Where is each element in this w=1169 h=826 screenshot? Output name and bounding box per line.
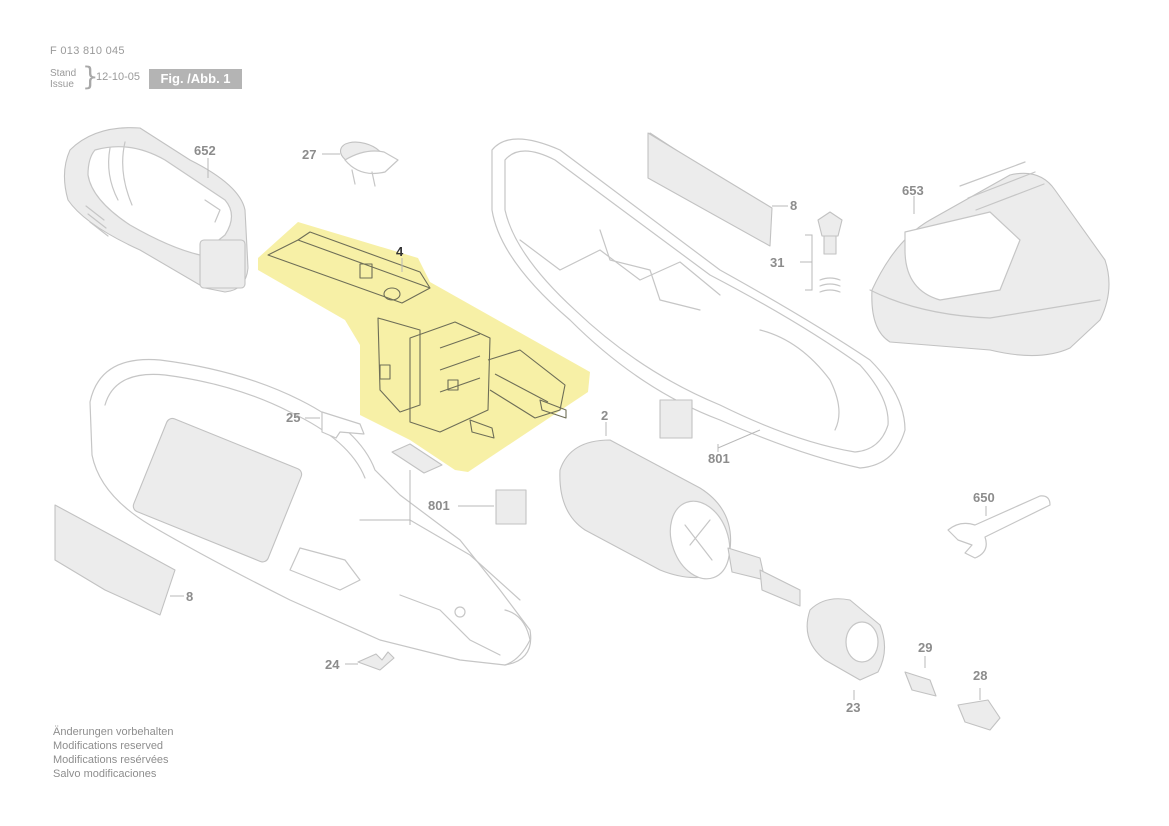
label-27: 27: [302, 147, 316, 162]
note-fr: Modifications resérvées: [53, 754, 169, 766]
wrench-650: [947, 495, 1051, 559]
stand-label: Stand: [50, 68, 77, 79]
issue-label: Issue: [50, 79, 74, 90]
electronic-module-4: [258, 222, 590, 472]
screw-24: [345, 651, 395, 671]
label-653: 653: [902, 183, 924, 198]
retainer-clip-25: [321, 411, 365, 439]
screw-and-spring-31: [800, 211, 843, 293]
brace-glyph: }: [82, 62, 99, 92]
label-2: 2: [601, 408, 608, 423]
motor-2: [559, 439, 801, 607]
label-25: 25: [286, 410, 300, 425]
collet-nut-28: [957, 699, 1001, 731]
clip-27: [339, 141, 399, 187]
document-number: F 013 810 045: [50, 45, 125, 57]
charger-653: [869, 161, 1110, 357]
highlight-area: [258, 222, 590, 472]
label-23: 23: [846, 700, 860, 715]
label-29: 29: [918, 640, 932, 655]
side-panel-8-top: [647, 132, 773, 247]
collet-nut-23: [806, 598, 886, 681]
battery-pack-652: [63, 127, 249, 293]
label-8-top: 8: [790, 198, 797, 213]
label-650: 650: [973, 490, 995, 505]
label-801-right: 801: [708, 451, 730, 466]
label-652: 652: [194, 143, 216, 158]
modification-notes: Änderungen vorbehalten Modifications res…: [53, 725, 173, 781]
note-de: Änderungen vorbehalten: [53, 726, 174, 738]
label-801-center: 801: [428, 498, 450, 513]
label-24: 24: [325, 657, 340, 672]
pad-801-center: [391, 443, 527, 525]
side-panel-8: [54, 504, 176, 616]
label-31: 31: [770, 255, 784, 270]
collet-29: [904, 671, 937, 697]
note-es: Salvo modificaciones: [53, 768, 157, 780]
label-4: 4: [396, 244, 404, 259]
housing-shell-bottom: [89, 358, 532, 666]
figure-label: Fig. /Abb. 1: [149, 69, 242, 89]
note-en: Modifications reserved: [53, 740, 164, 752]
label-28: 28: [973, 668, 987, 683]
label-8-bottom: 8: [186, 589, 193, 604]
issue-date: 12-10-05: [96, 71, 141, 83]
